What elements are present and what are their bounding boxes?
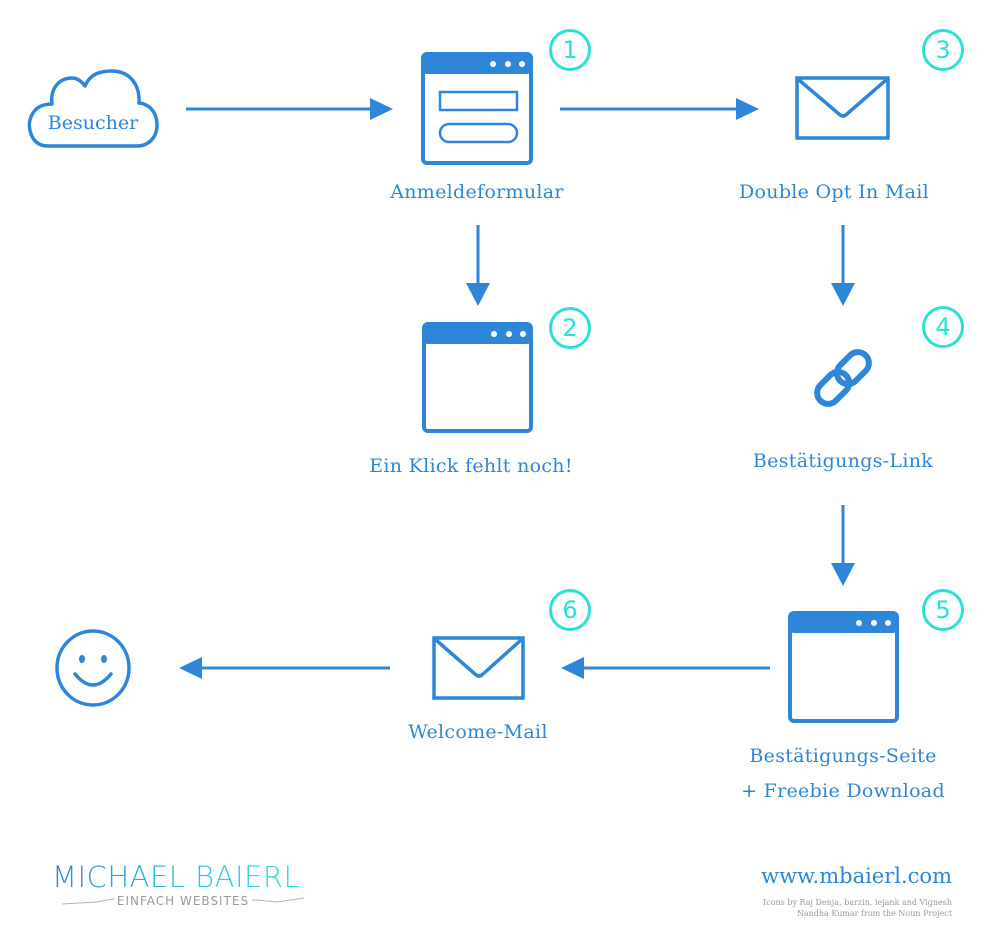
arrow-link-to-page: [831, 505, 855, 586]
browser-form-icon: [421, 52, 533, 165]
visitor-label: Besucher: [47, 112, 139, 134]
confirmation-page-label: Bestätigungs-Seite: [749, 745, 937, 767]
arrow-page-to-welcome: [561, 657, 770, 679]
confirmation-link-label: Bestätigungs-Link: [752, 450, 934, 472]
logo-subtitle: EINFACH WEBSITES: [113, 894, 253, 908]
step-badge-3: 3: [922, 29, 964, 71]
freebie-download-label: + Freebie Download: [741, 780, 945, 802]
browser-window-icon: [422, 322, 533, 433]
credits-line-1: Icons by Raj Denja, barzin, iejank and V…: [763, 898, 952, 907]
smiley-icon: [55, 629, 131, 707]
signup-form-label: Anmeldeformular: [390, 181, 564, 203]
logo-subtitle-wrap: EINFACH WEBSITES: [52, 894, 314, 908]
step-badge-2: 2: [549, 307, 591, 349]
envelope-icon: [795, 76, 890, 140]
arrow-mail-to-link: [831, 225, 855, 306]
double-opt-in-mail-label: Double Opt In Mail: [739, 181, 929, 203]
welcome-mail-label: Welcome-Mail: [408, 721, 548, 743]
arrow-form-to-pending: [466, 225, 490, 306]
brand-logo[interactable]: MICHAEL BAIERL EINFACH WEBSITES: [52, 860, 314, 908]
arrow-form-to-mail: [560, 98, 759, 120]
step-badge-5: 5: [922, 589, 964, 631]
link-icon: [814, 349, 872, 407]
icon-credits: Icons by Raj Denja, barzin, iejank and V…: [763, 897, 952, 919]
step-badge-4: 4: [922, 306, 964, 348]
one-click-missing-label: Ein Klick fehlt noch!: [369, 455, 573, 477]
arrow-visitor-to-form: [186, 98, 393, 120]
logo-title: MICHAEL BAIERL: [52, 860, 314, 894]
website-link[interactable]: www.mbaierl.com: [761, 864, 952, 888]
envelope-icon: [432, 636, 525, 700]
cloud-icon: [27, 69, 159, 148]
step-badge-6: 6: [549, 589, 591, 631]
credits-line-2: Nandha Kumar from the Noun Project: [796, 909, 952, 918]
arrow-welcome-to-user: [179, 657, 390, 679]
step-badge-1: 1: [549, 29, 591, 71]
browser-window-icon: [788, 611, 899, 723]
